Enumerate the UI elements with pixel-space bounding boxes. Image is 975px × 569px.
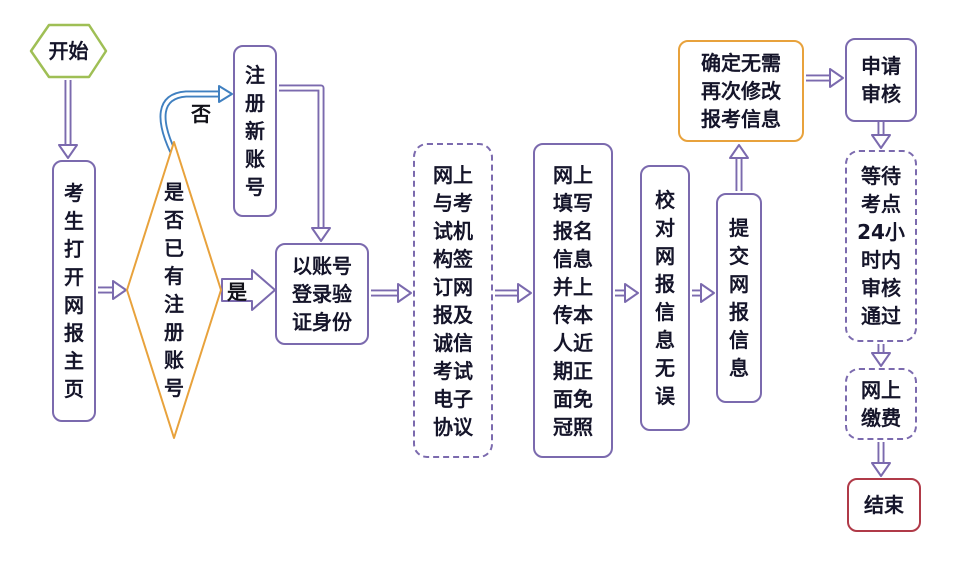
arrow-login-to-agreement [371,283,412,303]
node-start: 开始 [48,39,89,63]
node-pay-online: 网上缴费 [845,368,917,440]
node-login-verify-identity: 以账号登录验证身份 [275,243,369,345]
node-end: 结束 [847,478,921,532]
node-confirm-no-changes: 确定无需 再次修改 报考信息 [678,40,804,142]
node-register-new-account: 注册新账号 [233,45,277,217]
arrow-agreement-to-fillinfo [495,283,532,303]
edge-label-yes: 是 [227,280,247,304]
arrow-wait-to-pay [871,344,891,367]
node-submit-info: 提交网报信息 [716,193,762,403]
node-sign-online-agreement: 网上与考试机构签订网报及诚信考试电子协议 [413,143,493,458]
decision-diamond-shape [126,141,222,439]
arrow-start-to-homepage [58,80,78,159]
arrow-pay-to-end [871,442,891,477]
node-open-homepage: 考生打开网报主页 [52,160,96,422]
arrow-confirm-to-apply [806,68,844,88]
node-check-info-correct: 校对网报信息无误 [640,165,690,431]
arrow-submit-to-confirm [729,144,749,191]
arrow-fillinfo-to-check [615,283,639,303]
start-hexagon-shape [29,23,108,79]
node-decision-has-account: 是否已有注册账号 [164,180,184,400]
arrow-check-to-submit [692,283,715,303]
arrow-decision-no-to-register [159,85,233,154]
arrow-apply-to-wait [871,122,891,149]
arrow-decision-yes-to-login [221,269,276,311]
arrow-homepage-to-decision [98,280,127,300]
arrow-register-to-login [279,84,331,242]
node-fill-info-upload-photo: 网上填写报名信息并上传本人近期正面免冠照 [533,143,613,458]
node-apply-review: 申请审核 [845,38,917,122]
edge-label-no: 否 [191,102,211,126]
node-wait-site-review: 等待 考点 24小 时内 审核 通过 [845,150,917,342]
